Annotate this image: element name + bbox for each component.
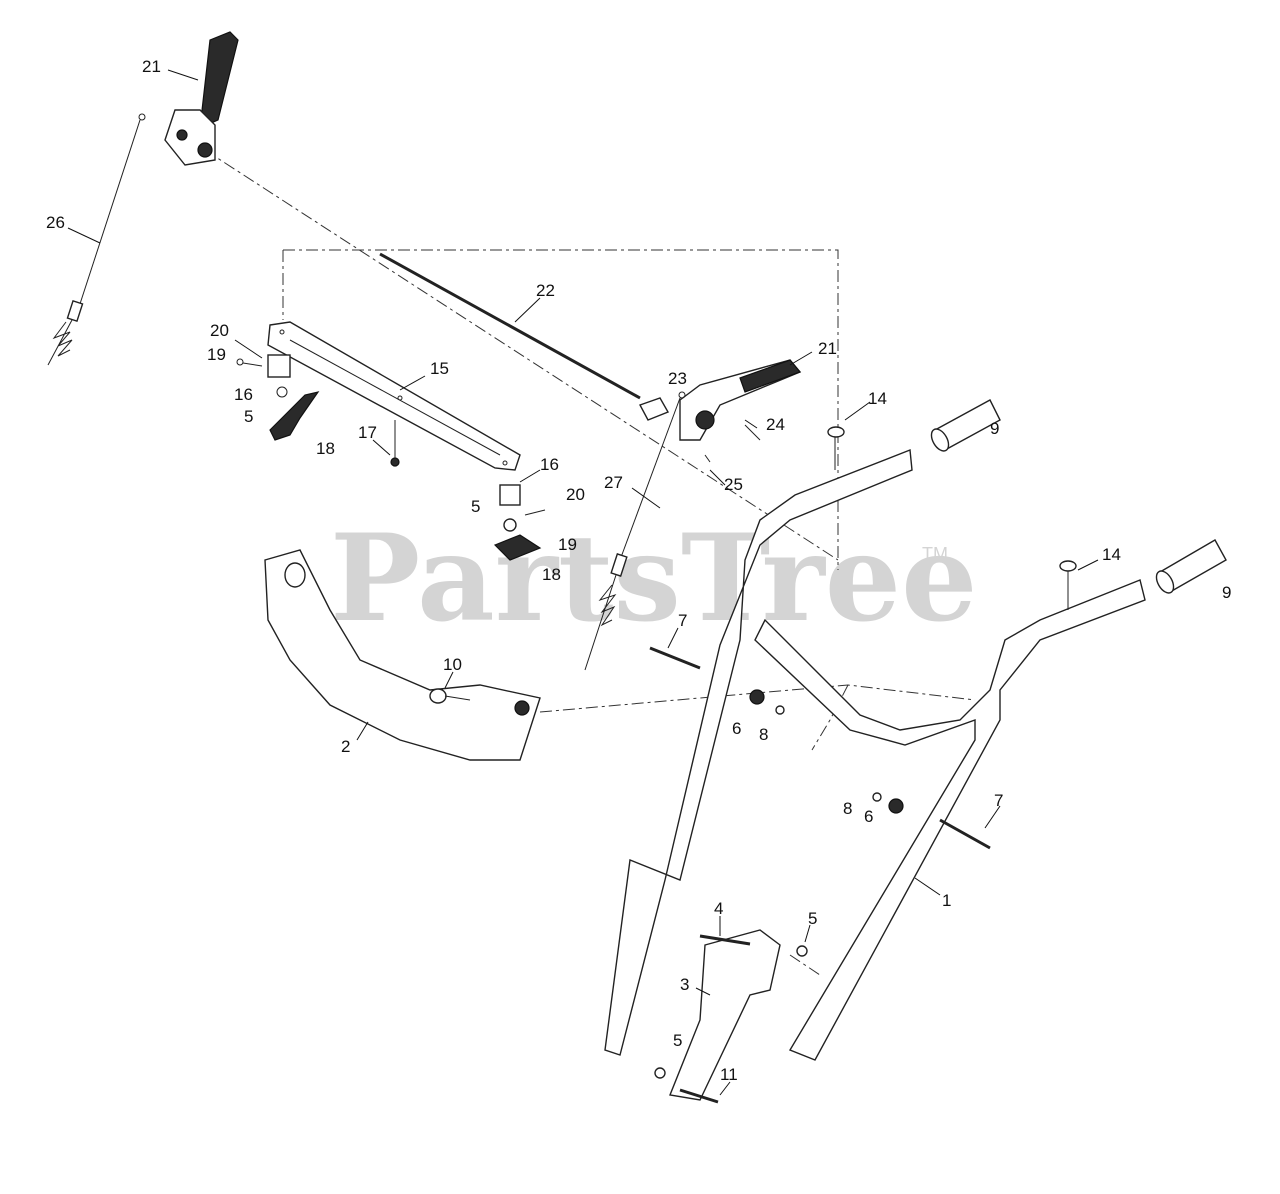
callout-19-right: 19 <box>558 535 577 554</box>
part-15-bracket <box>267 321 521 471</box>
callout-8-right: 8 <box>843 799 852 818</box>
callout-2: 2 <box>341 737 350 756</box>
part-3-bracket <box>669 929 781 1101</box>
part-21-grip-left <box>164 31 239 166</box>
assembly-lines <box>204 149 976 976</box>
callout-5: 5 <box>244 407 253 426</box>
callout-11: 11 <box>720 1065 738 1084</box>
callout-24: 24 <box>766 415 785 434</box>
callout-20-right: 20 <box>566 485 585 504</box>
callout-19: 19 <box>207 345 226 364</box>
hardware-fasteners <box>649 646 991 1104</box>
callout-21: 21 <box>142 57 161 76</box>
watermark: PartsTree TM <box>330 508 977 649</box>
callout-27: 27 <box>604 473 623 492</box>
right-lever-assembly <box>493 484 546 561</box>
callout-6: 6 <box>732 719 741 738</box>
callout-10: 10 <box>443 655 462 674</box>
callout-14-right: 14 <box>1102 545 1121 564</box>
callout-5-right: 5 <box>471 497 480 516</box>
part-1-handle-frame <box>604 449 1146 1061</box>
part-14-pins <box>827 426 1077 610</box>
part-10-knob <box>429 688 471 704</box>
callout-18: 18 <box>316 439 335 458</box>
callout-7: 7 <box>678 611 687 630</box>
callout-22: 22 <box>536 281 555 300</box>
callout-15: 15 <box>430 359 449 378</box>
callout-leaders <box>67 69 1099 1096</box>
left-lever-assembly <box>236 354 320 441</box>
callout-3: 3 <box>680 975 689 994</box>
callout-labels: 21 26 22 20 19 16 5 18 15 17 21 23 24 25… <box>46 57 1231 1084</box>
callout-14: 14 <box>868 389 887 408</box>
callout-9: 9 <box>990 419 999 438</box>
callout-21-right: 21 <box>818 339 837 358</box>
part-21-grip-right <box>638 359 802 463</box>
callout-17: 17 <box>358 423 377 442</box>
part-9-grips <box>930 399 1227 594</box>
part-2-shroud <box>264 549 541 761</box>
callout-5-bottom: 5 <box>673 1031 682 1050</box>
watermark-trademark: TM <box>922 544 948 564</box>
callout-16-right: 16 <box>540 455 559 474</box>
callout-25: 25 <box>724 475 743 494</box>
callout-26: 26 <box>46 213 65 232</box>
part-22-rod <box>379 252 641 400</box>
callout-16: 16 <box>234 385 253 404</box>
watermark-text: PartsTree <box>330 508 977 649</box>
callout-23: 23 <box>668 369 687 388</box>
callout-7-right: 7 <box>994 791 1003 810</box>
callout-20: 20 <box>210 321 229 340</box>
callout-1: 1 <box>942 891 951 910</box>
callout-9-right: 9 <box>1222 583 1231 602</box>
part-27-control-rod <box>584 391 686 671</box>
part-26-control-rod <box>47 113 146 366</box>
callout-18-right: 18 <box>542 565 561 584</box>
callout-6-right: 6 <box>864 807 873 826</box>
callout-8: 8 <box>759 725 768 744</box>
callout-5-lower: 5 <box>808 909 817 928</box>
callout-4: 4 <box>714 899 723 918</box>
